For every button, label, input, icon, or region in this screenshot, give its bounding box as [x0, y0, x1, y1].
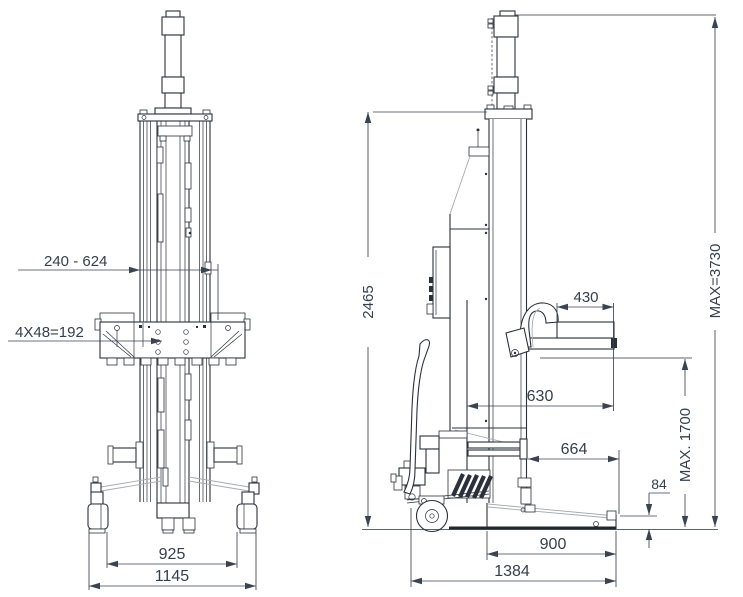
- control-box: [426, 246, 451, 319]
- base-end-cap: [606, 510, 617, 521]
- arrowhead: [681, 516, 689, 527]
- dim-max-height: MAX=3730: [707, 17, 724, 527]
- motor: [419, 435, 440, 450]
- dim-overall-width: 1145: [88, 533, 257, 590]
- base-ramp-edge: [487, 503, 617, 517]
- dim-max-lift-height: MAX. 1700: [677, 359, 694, 527]
- arrowhead: [557, 303, 568, 311]
- front-cylinder-rod: [154, 10, 192, 115]
- carriage-serration: [106, 357, 237, 366]
- cover-tab: [468, 146, 490, 157]
- dimension-label-fork-reach: 630: [527, 388, 554, 405]
- left-foot: [87, 503, 109, 530]
- dimension-label-adjust-range: 240 - 624: [44, 253, 107, 270]
- dim-column-height: 2465: [360, 111, 487, 527]
- arrowhead: [645, 529, 653, 540]
- dim-fork-top-length: 430: [556, 289, 614, 411]
- dimension-label-overall-length: 1384: [494, 563, 530, 580]
- arrowhead: [364, 112, 372, 123]
- arrowhead: [151, 337, 162, 345]
- arrowhead: [711, 516, 719, 527]
- side-peg-bar: [454, 429, 528, 460]
- side-pegs: [107, 441, 243, 469]
- dimension-label-max-lift-height: MAX. 1700: [677, 408, 694, 482]
- front-wheel: [415, 499, 449, 533]
- fork-arm: [527, 337, 615, 350]
- dimension-label-max-height: MAX=3730: [707, 244, 724, 319]
- base-frame: [449, 503, 617, 530]
- dim-base-length: 900: [486, 531, 617, 587]
- arrowhead: [711, 17, 719, 28]
- carriage-hole-pattern: [155, 329, 189, 355]
- carriage-right-cap: [210, 312, 246, 323]
- dim-overall-length: 1384: [410, 508, 616, 587]
- control-button: [429, 286, 433, 292]
- rear-latch: [517, 477, 536, 513]
- front-mast: [139, 121, 212, 518]
- carriage-body: [99, 321, 246, 359]
- dimension-label-base-inner-length: 664: [561, 441, 588, 458]
- dim-adjust-range: 240 - 624: [18, 253, 219, 320]
- carriage-plate: [94, 312, 251, 366]
- side-cylinder-rod: [487, 10, 519, 110]
- arrowhead: [681, 359, 689, 370]
- front-top-plate: [137, 109, 213, 122]
- arrowhead: [411, 577, 422, 585]
- dim-base-inner-length: 664: [528, 441, 620, 514]
- cylinder-flange: [154, 107, 192, 115]
- arrowhead: [226, 560, 237, 568]
- arrowhead: [245, 582, 256, 590]
- dim-fork-reach: 630: [467, 388, 614, 410]
- dimension-label-track-width: 925: [159, 546, 186, 563]
- dimension-label-min-fork-height: 84: [651, 476, 667, 492]
- tiller-handle: [403, 339, 430, 495]
- arrowhead: [89, 582, 100, 590]
- left-peg: [110, 447, 137, 463]
- base-roller: [593, 521, 599, 527]
- carriage-bolt-right: [225, 325, 231, 331]
- dimension-label-column-height: 2465: [360, 285, 377, 318]
- mast-side-tab: [204, 261, 212, 275]
- carriage-left-cap: [99, 312, 135, 323]
- arrowhead: [528, 455, 539, 463]
- side-top-flange: [484, 104, 533, 120]
- dimension-label-overall-width: 1145: [155, 568, 190, 585]
- dim-track-width: 925: [106, 532, 238, 568]
- arrowhead: [605, 577, 616, 585]
- arrowhead: [645, 504, 653, 515]
- coupling-boot: [447, 469, 493, 499]
- fork-assembly: [505, 302, 692, 359]
- arrowhead: [107, 560, 118, 568]
- arrowhead: [605, 550, 616, 558]
- control-connector: [426, 303, 434, 315]
- dim-hole-pattern: 4X48=192: [8, 324, 162, 345]
- arrowhead: [602, 402, 614, 410]
- mast-crossbar: [157, 125, 193, 137]
- arrowhead: [602, 303, 614, 311]
- arrowhead: [201, 266, 212, 274]
- stabilizer-rods: [90, 476, 260, 495]
- front-legs: [87, 491, 258, 534]
- right-foot: [236, 503, 258, 530]
- channel-bottom: [156, 502, 196, 534]
- right-peg: [213, 447, 240, 463]
- control-button: [429, 277, 433, 283]
- front-view: 240 - 624 4X48=192 925 1145: [8, 10, 260, 590]
- side-view: 2465 MAX=3730 MAX. 1700 84: [360, 10, 724, 587]
- fork-pad: [556, 321, 615, 339]
- control-button: [429, 295, 433, 301]
- arrowhead: [608, 455, 619, 463]
- dimension-label-fork-top-length: 430: [573, 289, 598, 306]
- mast-details: [156, 125, 212, 487]
- arrowhead: [467, 402, 478, 410]
- dimension-label-hole-pattern: 4X48=192: [15, 324, 84, 341]
- fork-claw: [519, 302, 559, 348]
- dimension-label-base-length: 900: [540, 536, 567, 553]
- claw-bracket: [505, 327, 530, 358]
- arrowhead: [129, 266, 140, 274]
- arrowhead: [364, 516, 372, 527]
- dim-min-fork-height: 84: [620, 476, 670, 548]
- arrowhead: [487, 550, 498, 558]
